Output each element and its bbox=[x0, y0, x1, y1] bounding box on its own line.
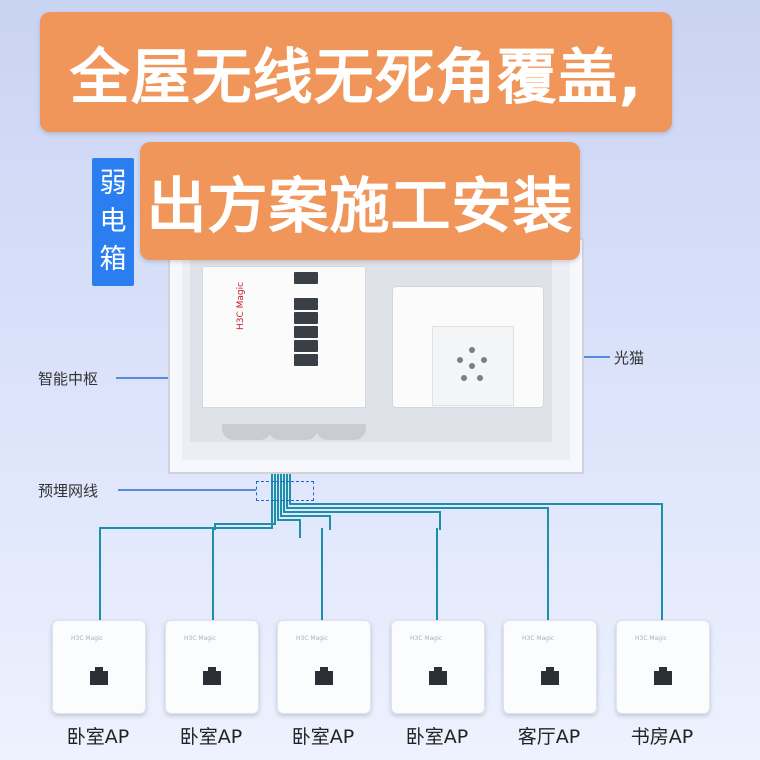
hub-port bbox=[294, 354, 318, 366]
ethernet-port-icon bbox=[654, 667, 672, 685]
headline-line-1: 全屋无线无死角覆盖, bbox=[40, 12, 672, 132]
ap-brand: H3C Magic bbox=[184, 635, 217, 642]
weak-current-box-tag: 弱 电 箱 bbox=[92, 158, 134, 286]
hub-port bbox=[294, 298, 318, 310]
ap-label-4: 卧室AP bbox=[405, 726, 469, 748]
ap-brand: H3C Magic bbox=[296, 635, 329, 642]
embedded-cable-marker bbox=[256, 481, 314, 501]
box-slot bbox=[268, 424, 318, 440]
ap-device-3: H3C Magic bbox=[277, 620, 371, 714]
ap-drops bbox=[99, 528, 663, 620]
ethernet-port-icon bbox=[541, 667, 559, 685]
modem-label: 光猫 bbox=[614, 349, 645, 367]
hub-port bbox=[294, 340, 318, 352]
ap-device-5: H3C Magic bbox=[503, 620, 597, 714]
smart-hub bbox=[202, 266, 366, 408]
ap-device-6: H3C Magic bbox=[616, 620, 710, 714]
cable-label: 预埋网线 bbox=[38, 482, 99, 500]
ap-brand: H3C Magic bbox=[410, 635, 443, 642]
hub-port bbox=[294, 312, 318, 324]
box-slot bbox=[222, 424, 272, 440]
ap-label-5: 客厅AP bbox=[517, 726, 581, 748]
ap-device-2: H3C Magic bbox=[165, 620, 259, 714]
ethernet-port-icon bbox=[315, 667, 333, 685]
ethernet-port-icon bbox=[90, 667, 108, 685]
ap-label-3: 卧室AP bbox=[291, 726, 355, 748]
modem-vent-icon bbox=[457, 347, 487, 381]
ap-label-2: 卧室AP bbox=[179, 726, 243, 748]
hub-brand-logo: H3C Magic bbox=[236, 281, 246, 330]
hub-port bbox=[294, 272, 318, 284]
ap-label-1: 卧室AP bbox=[66, 726, 130, 748]
ap-brand: H3C Magic bbox=[71, 635, 104, 642]
ap-brand: H3C Magic bbox=[522, 635, 555, 642]
headline-line-2: 出方案施工安装 bbox=[140, 142, 580, 260]
ap-brand: H3C Magic bbox=[635, 635, 668, 642]
ap-label-6: 书房AP bbox=[630, 726, 694, 748]
hub-port-column bbox=[294, 270, 318, 398]
ethernet-port-icon bbox=[203, 667, 221, 685]
tag-char: 电 bbox=[99, 206, 127, 237]
box-slot bbox=[316, 424, 366, 440]
tag-char: 弱 bbox=[99, 168, 127, 199]
hub-port bbox=[294, 326, 318, 338]
ethernet-port-icon bbox=[429, 667, 447, 685]
ap-device-1: H3C Magic bbox=[52, 620, 146, 714]
ap-device-4: H3C Magic bbox=[391, 620, 485, 714]
tag-char: 箱 bbox=[99, 244, 127, 275]
hub-label: 智能中枢 bbox=[38, 370, 99, 388]
